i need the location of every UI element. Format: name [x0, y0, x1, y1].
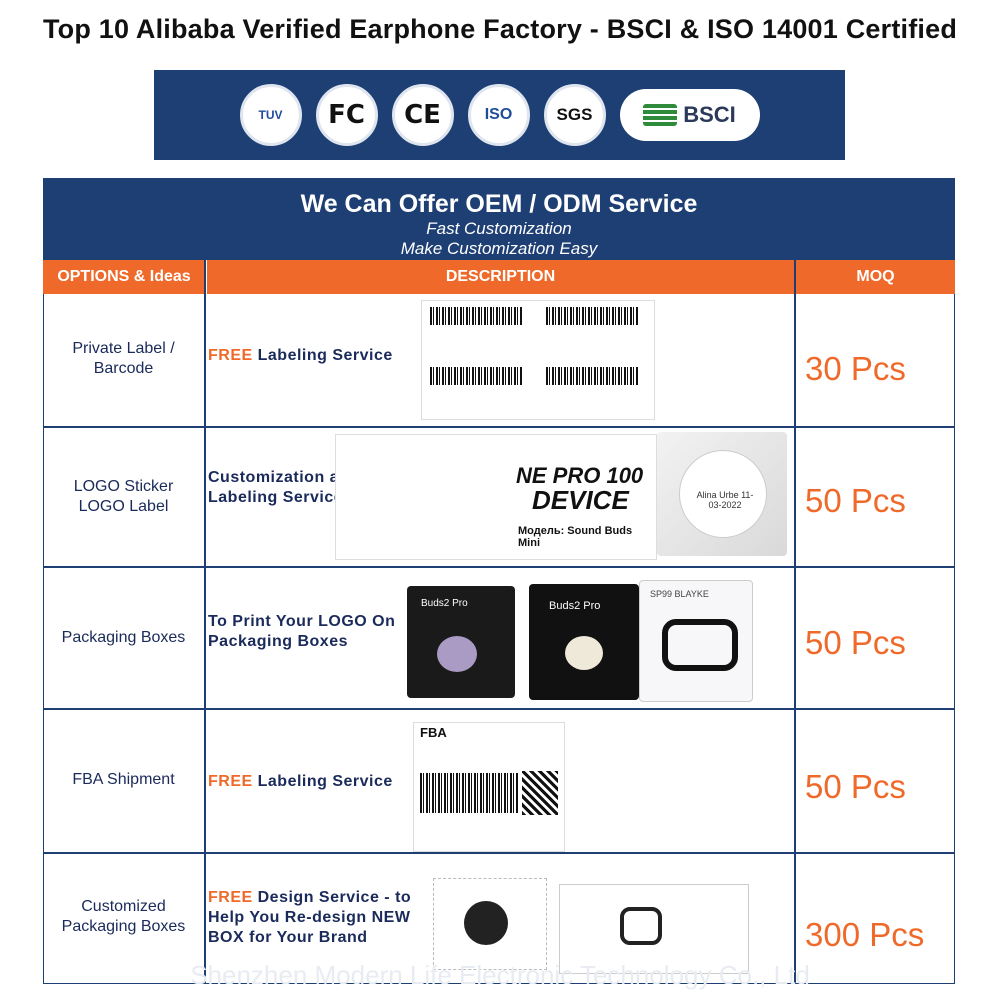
- free-tag: FREE: [208, 889, 253, 906]
- thank-you-sticker-photo: Alina Urbe 11-03-2022: [657, 432, 787, 556]
- packaging-box-photo: Buds2 Pro: [529, 584, 639, 700]
- qr-code-graphic: [522, 771, 558, 815]
- page-title: Top 10 Alibaba Verified Earphone Factory…: [42, 14, 958, 44]
- moq-value: 300 Pcs: [805, 916, 925, 953]
- table-row: Packaging Boxes To Print Your LOGO On Pa…: [43, 568, 955, 710]
- bsci-icon: [643, 104, 678, 126]
- ce-logo: CE: [391, 84, 454, 146]
- packaging-box-photo: Buds2 Pro: [407, 586, 515, 698]
- sticker-device: DEVICE: [532, 485, 629, 515]
- column-header-description: DESCRIPTION: [207, 260, 794, 294]
- column-divider: [204, 260, 206, 984]
- table-row: FBA Shipment FREE Labeling Service FBA 5…: [43, 710, 955, 854]
- fc-logo: FC: [315, 84, 378, 146]
- option-label: Private Label / Barcode: [72, 340, 175, 377]
- description-text: To Print Your LOGO On Packaging Boxes: [208, 613, 396, 650]
- free-tag: FREE: [208, 347, 253, 364]
- packaging-box-photo: SP99 BLAYKE: [639, 580, 753, 702]
- option-label: FBA Shipment: [72, 771, 175, 788]
- iso-logo: ISO: [467, 84, 530, 146]
- description-text: Customization and Labeling Services: [208, 469, 360, 506]
- sticker-title: NE PRO 100: [516, 463, 644, 488]
- barcode-graphic: [546, 367, 638, 385]
- table-row: LOGO Sticker LOGO Label Customization an…: [43, 428, 955, 568]
- barcode-graphic: [430, 307, 522, 325]
- moq-value: 50 Pcs: [805, 482, 906, 519]
- column-header-options: OPTIONS & Ideas: [43, 260, 205, 294]
- free-tag: FREE: [208, 773, 253, 790]
- sticker-model: Модель: Sound Buds Mini: [518, 525, 633, 549]
- thank-you-text: Alina Urbe 11-03-2022: [696, 490, 754, 510]
- barcode-labels-image: [421, 300, 655, 420]
- option-label: LOGO Sticker LOGO Label: [73, 478, 174, 515]
- barcode-graphic: [430, 367, 522, 385]
- description-text: FREE Design Service - to Help You Re-des…: [208, 889, 412, 946]
- bsci-text: BSCI: [683, 102, 736, 127]
- header-title: We Can Offer OEM / ODM Service: [300, 190, 698, 218]
- sgs-logo: SGS: [543, 84, 606, 146]
- header-subtitle-2: Make Customization Easy: [400, 239, 598, 258]
- option-label: Packaging Boxes: [61, 629, 186, 646]
- barcode-graphic: [546, 307, 638, 325]
- tuv-logo: TUV: [239, 84, 302, 146]
- header-subtitle-1: Fast Customization: [426, 219, 572, 238]
- fba-text: FBA: [420, 725, 447, 740]
- table-row: Customized Packaging Boxes FREE Design S…: [43, 854, 955, 982]
- description-text: FREE Labeling Service: [208, 773, 393, 790]
- box-design-image: [559, 884, 749, 974]
- moq-value: 30 Pcs: [805, 350, 906, 387]
- column-divider: [794, 260, 796, 984]
- box-dieline-image: [433, 878, 547, 970]
- description-text: FREE Labeling Service: [208, 347, 393, 364]
- sticker-label-image: NE PRO 100 DEVICE Модель: Sound Buds Min…: [335, 434, 657, 560]
- bsci-logo: BSCI: [619, 89, 760, 141]
- certification-banner: TUV FC CE ISO SGS BSCI: [154, 70, 845, 160]
- table-row: Private Label / Barcode FREE Labeling Se…: [43, 294, 955, 428]
- fba-label-image: FBA: [413, 722, 565, 852]
- barcode-graphic: [420, 773, 518, 813]
- moq-value: 50 Pcs: [805, 624, 906, 661]
- option-label: Customized Packaging Boxes: [61, 898, 186, 935]
- column-header-moq: MOQ: [796, 260, 955, 294]
- table-header: We Can Offer OEM / ODM Service Fast Cust…: [43, 178, 955, 260]
- moq-value: 50 Pcs: [805, 768, 906, 805]
- watermark: Shenzhen Modern Life Electronic Technolo…: [190, 960, 810, 990]
